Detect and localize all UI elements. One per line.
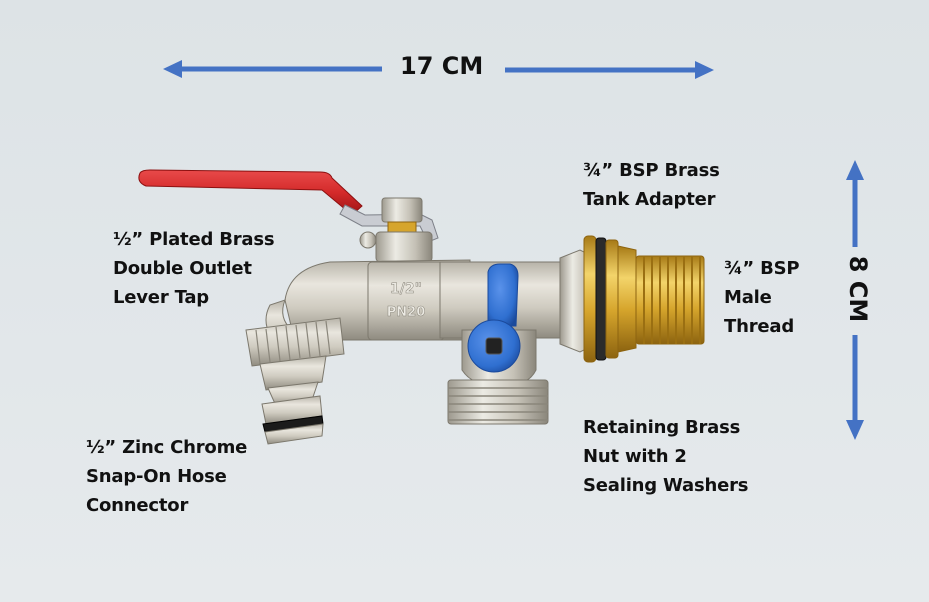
- male-thread-label: ¾” BSP Male Thread: [724, 254, 800, 341]
- stem-cap: [359, 197, 433, 263]
- tank-adapter-label: ¾” BSP Brass Tank Adapter: [583, 156, 720, 214]
- label-line: Tank Adapter: [583, 189, 716, 210]
- hose-connector-label: ½” Zinc Chrome Snap-On Hose Connector: [86, 433, 247, 520]
- label-line: Lever Tap: [113, 287, 209, 308]
- width-dimension-label: 17 CM: [400, 52, 484, 80]
- body-marking-size: 1/2": [390, 281, 422, 297]
- label-line: Retaining Brass: [583, 417, 741, 438]
- label-line: ¾” BSP: [724, 258, 800, 279]
- hose-connector: [245, 317, 345, 445]
- height-dimension-arrow: [846, 160, 864, 440]
- label-line: Thread: [724, 316, 795, 337]
- label-line: Connector: [86, 495, 189, 516]
- lever-tap-label: ½” Plated Brass Double Outlet Lever Tap: [113, 225, 275, 312]
- label-line: Male: [724, 287, 772, 308]
- label-line: Double Outlet: [113, 258, 252, 279]
- label-line: Nut with 2: [583, 446, 687, 467]
- width-dimension-arrow: [163, 60, 714, 79]
- label-line: Snap-On Hose: [86, 466, 227, 487]
- label-line: ½” Zinc Chrome: [86, 437, 248, 458]
- label-line: Sealing Washers: [583, 475, 749, 496]
- label-line: ½” Plated Brass: [113, 229, 275, 250]
- body-marking-pressure: PN20: [387, 305, 426, 320]
- retaining-nut-label: Retaining Brass Nut with 2 Sealing Washe…: [583, 413, 749, 500]
- blue-valve-handle: [467, 263, 521, 373]
- height-dimension-label: 8 CM: [844, 255, 872, 323]
- tank-adapter: [583, 235, 705, 363]
- label-line: ¾” BSP Brass: [583, 160, 720, 181]
